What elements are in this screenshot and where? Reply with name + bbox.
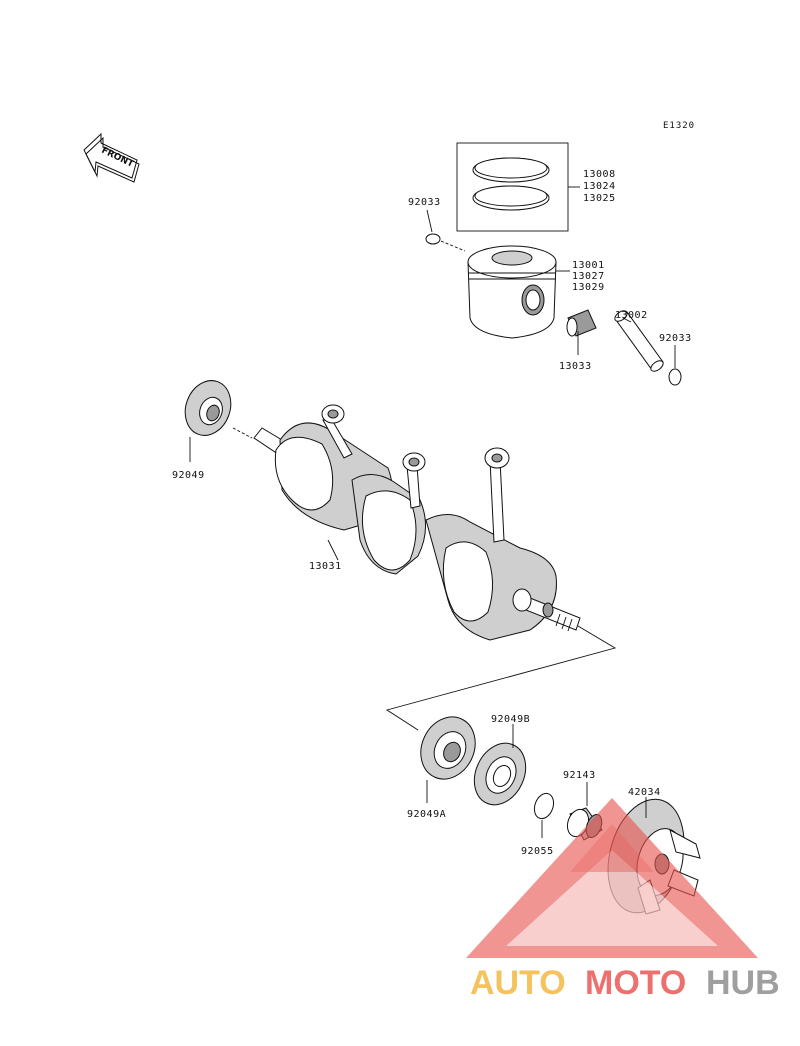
part-number-13033: 13033: [559, 361, 592, 372]
part-number-92033-right: 92033: [659, 333, 692, 344]
circlip-top: [425, 233, 441, 245]
part-number-92055: 92055: [521, 846, 554, 857]
diagram-code: E1320: [663, 121, 695, 131]
oil-seal-a: [420, 716, 476, 803]
piston-ring-set: [456, 142, 580, 232]
part-number-92049A: 92049A: [407, 809, 446, 820]
oil-seal-left: [184, 380, 253, 462]
circlip-right: [668, 368, 682, 386]
part-number-92049: 92049: [172, 470, 205, 481]
part-number-13008: 13008: [583, 169, 616, 180]
piston-pin: [614, 310, 664, 372]
automotohub-watermark: AUTO MOTO HUB: [466, 798, 780, 1002]
part-number-13027: 13027: [572, 271, 605, 282]
part-number-13025: 13025: [583, 193, 616, 204]
watermark-auto: AUTO: [470, 964, 566, 1002]
crankshaft: [253, 404, 581, 641]
needle-bearing: [566, 309, 597, 355]
o-ring: [533, 792, 555, 820]
part-number-13024: 13024: [583, 181, 616, 192]
watermark-hub: HUB: [706, 964, 780, 1002]
piston: [467, 245, 570, 339]
group-connector-line: [385, 625, 617, 731]
part-number-92033-top: 92033: [408, 197, 441, 208]
part-number-13031: 13031: [309, 561, 342, 572]
watermark-moto: MOTO: [585, 964, 686, 1002]
part-number-13029: 13029: [572, 282, 605, 293]
part-number-13002: 13002: [615, 310, 648, 321]
part-number-92143: 92143: [563, 770, 596, 781]
part-number-92049B: 92049B: [491, 714, 530, 725]
front-arrow-icon: FRONT: [83, 132, 140, 183]
part-number-13001: 13001: [572, 260, 605, 271]
part-number-42034: 42034: [628, 787, 661, 798]
oil-seal-b: [473, 724, 527, 806]
